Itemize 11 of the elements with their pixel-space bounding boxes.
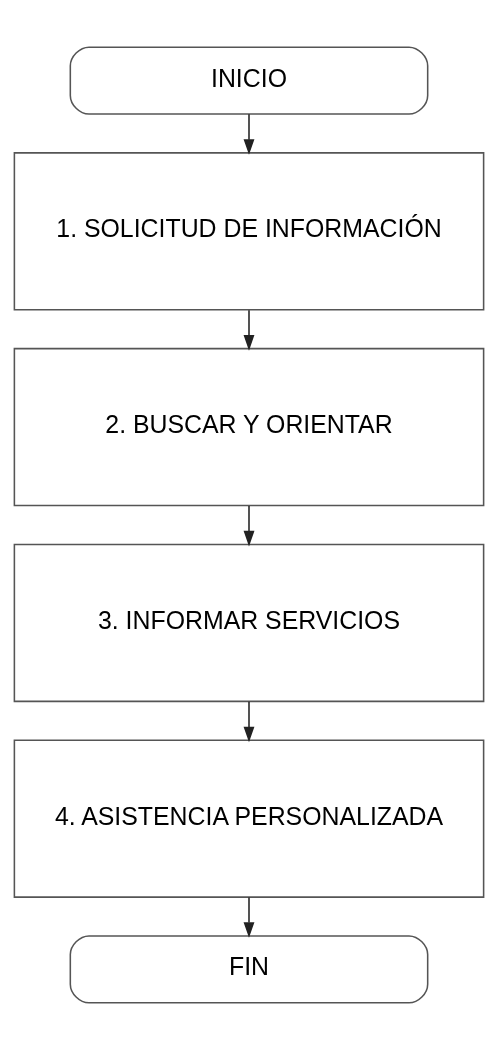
arrow <box>243 113 255 155</box>
node-box: 1. SOLICITUD DE INFORMACIÓN <box>13 152 485 311</box>
node-box: 2. BUSCAR Y ORIENTAR <box>13 347 485 507</box>
node-box: 3. INFORMAR SERVICIOS <box>13 543 485 703</box>
arrow <box>243 896 255 938</box>
arrow <box>243 309 255 351</box>
node-box: INICIO <box>69 46 429 115</box>
node-box: 4. ASISTENCIA PERSONALIZADA <box>13 739 485 898</box>
arrow <box>243 505 255 547</box>
arrow <box>243 700 255 743</box>
node-box: FIN <box>69 935 429 1004</box>
